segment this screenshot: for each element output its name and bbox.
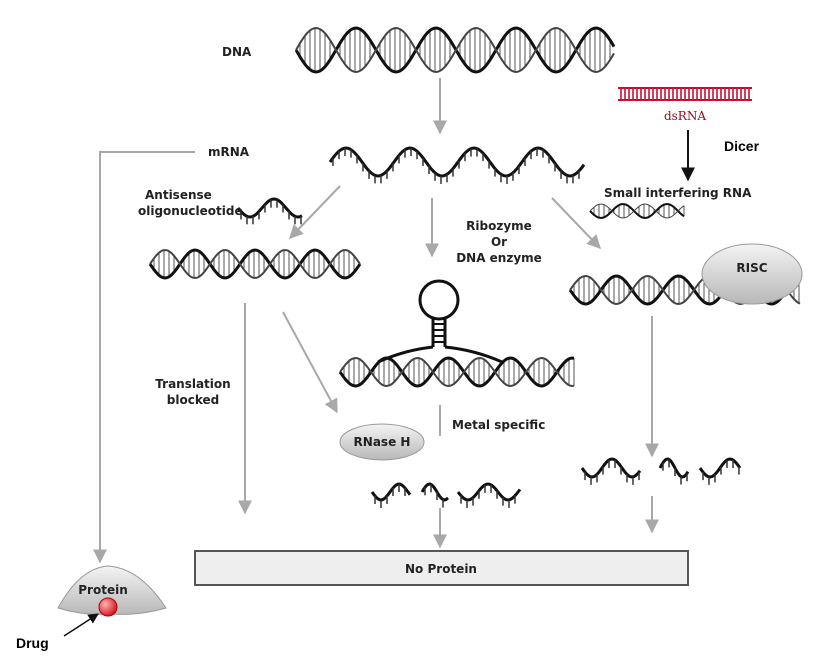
drug-molecule xyxy=(98,597,118,617)
arrow-mrna-to-protein xyxy=(93,151,195,564)
protein-label: Protein xyxy=(78,583,128,597)
rnase-h-label: RNase H xyxy=(354,435,411,449)
cleaved-mrna-fragments-right xyxy=(580,457,742,485)
risc-label: RISC xyxy=(736,261,767,275)
ribozyme-label-line3: DNA enzyme xyxy=(456,251,542,265)
arrow-mrna-to-risc xyxy=(551,197,601,250)
ribozyme-bound-mrna-helix xyxy=(338,356,575,388)
ribozyme-label-line2: Or xyxy=(491,235,507,249)
dicer-label: Dicer xyxy=(724,138,760,154)
drug-label: Drug xyxy=(16,635,49,651)
arrow-to-rnase-h xyxy=(282,311,338,414)
antisense-bound-mrna-helix xyxy=(148,248,362,280)
sirna-label: Small interfering RNA xyxy=(604,186,752,200)
ribozyme-hairpin xyxy=(377,279,503,364)
ribozyme-label-line1: Ribozyme xyxy=(466,219,532,233)
antisense-label-line2: oligonucleotide xyxy=(138,204,243,218)
no-protein-label: No Protein xyxy=(405,562,477,576)
arrow-drug xyxy=(63,613,99,637)
dsrna-ladder xyxy=(618,87,752,101)
dna-label: DNA xyxy=(222,45,252,59)
arrow-mrna-to-antisense xyxy=(289,185,341,240)
antisense-oligonucleotide-strand xyxy=(236,197,303,225)
mrna-helix xyxy=(328,146,586,184)
dsrna-label: dsRNA xyxy=(664,109,706,123)
cleaved-mrna-fragments-center xyxy=(370,482,522,508)
arrows xyxy=(93,78,695,564)
mrna-label: mRNA xyxy=(208,145,250,159)
risc-complex: RISC xyxy=(701,243,803,305)
rnase-h-enzyme: RNase H xyxy=(339,423,425,461)
no-protein-box: No Protein xyxy=(194,550,689,586)
sirna-strand xyxy=(589,203,685,219)
translation-blocked-line2: blocked xyxy=(167,393,219,407)
translation-blocked-line1: Translation xyxy=(155,377,230,391)
protein-shape: Protein xyxy=(57,565,167,617)
metal-specific-label: Metal specific xyxy=(452,418,545,432)
antisense-label-line1: Antisense xyxy=(145,188,212,202)
dna-double-helix xyxy=(294,26,616,74)
